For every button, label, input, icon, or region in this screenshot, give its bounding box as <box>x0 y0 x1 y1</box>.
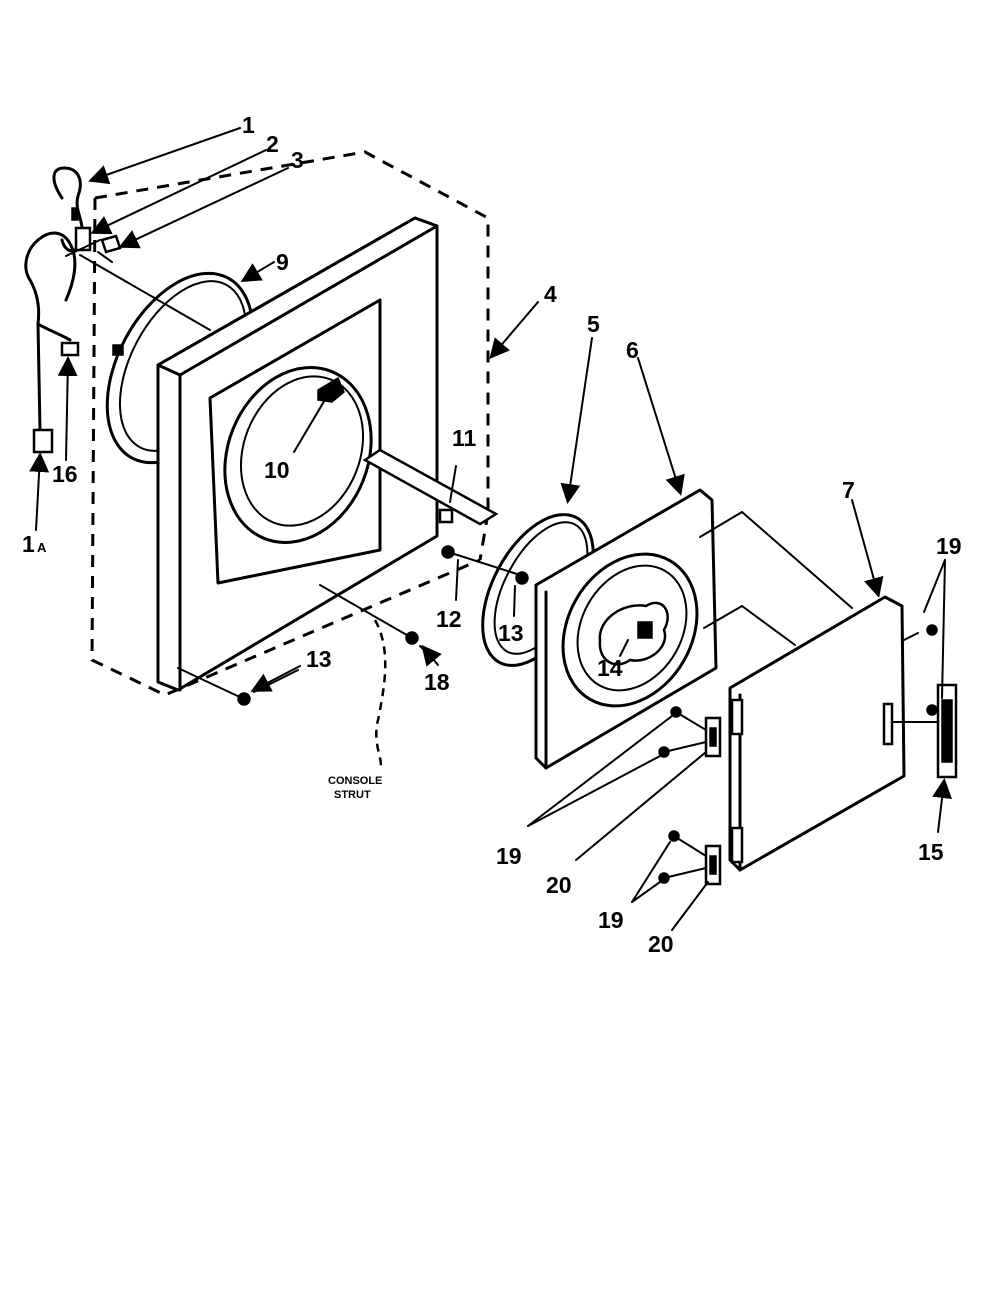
label-part-14: 14 <box>597 655 623 681</box>
label-part-1: 1 <box>242 112 255 138</box>
label-part-1a-suffix: A <box>37 540 47 555</box>
label-part-19-lower: 19 <box>598 907 624 933</box>
part-11-bracket <box>362 448 499 526</box>
label-part-20-lower: 20 <box>648 931 674 957</box>
console-strut-label-line1: CONSOLE <box>328 775 382 787</box>
part-16-clip <box>60 341 80 357</box>
label-part-15: 15 <box>918 839 944 865</box>
part-14-window-clip <box>619 621 653 657</box>
label-part-13-left: 13 <box>306 646 332 672</box>
label-part-16: 16 <box>52 461 78 487</box>
label-part-1a: 1 <box>22 531 35 557</box>
part-19-screws-lower <box>631 830 709 931</box>
part-12-screw <box>441 545 521 601</box>
label-part-13-mid: 13 <box>498 620 524 646</box>
part-labels: 1 2 3 9 4 5 6 7 10 11 12 13 13 14 18 15 … <box>22 112 962 957</box>
part-3-screw <box>97 234 122 263</box>
label-part-10: 10 <box>264 457 290 483</box>
label-part-20-middle: 20 <box>546 872 572 898</box>
part-20-hinge-upper <box>704 716 722 758</box>
label-part-4: 4 <box>544 281 557 307</box>
label-part-5: 5 <box>587 311 600 337</box>
label-part-11: 11 <box>452 425 477 451</box>
label-part-19-right: 19 <box>936 533 962 559</box>
label-part-19-middle: 19 <box>496 843 522 869</box>
label-part-2: 2 <box>266 131 279 157</box>
power-cord-assembly <box>24 166 84 454</box>
part-4-front-panel <box>156 216 439 692</box>
part-2-clamp <box>65 226 101 257</box>
part-6-inner-door <box>534 488 718 770</box>
label-part-6: 6 <box>626 337 639 363</box>
part-20-hinge-lower <box>704 844 722 886</box>
part-19-screws-right <box>903 559 946 716</box>
callout-leaders <box>29 127 953 833</box>
label-part-3: 3 <box>291 147 304 173</box>
label-part-9: 9 <box>276 249 289 275</box>
part-19-screws-middle <box>527 706 707 861</box>
console-strut-label-line2: STRUT <box>334 789 371 801</box>
door-assembly-leaders <box>699 511 853 646</box>
part-7-outer-door <box>728 595 906 872</box>
console-strut <box>373 619 387 769</box>
label-part-7: 7 <box>842 477 855 503</box>
part-15-handle <box>891 683 958 779</box>
label-part-18: 18 <box>424 669 450 695</box>
label-part-12: 12 <box>436 606 462 632</box>
part-10-lamp-socket <box>293 376 345 453</box>
leader-cord-to-panel <box>79 254 211 331</box>
